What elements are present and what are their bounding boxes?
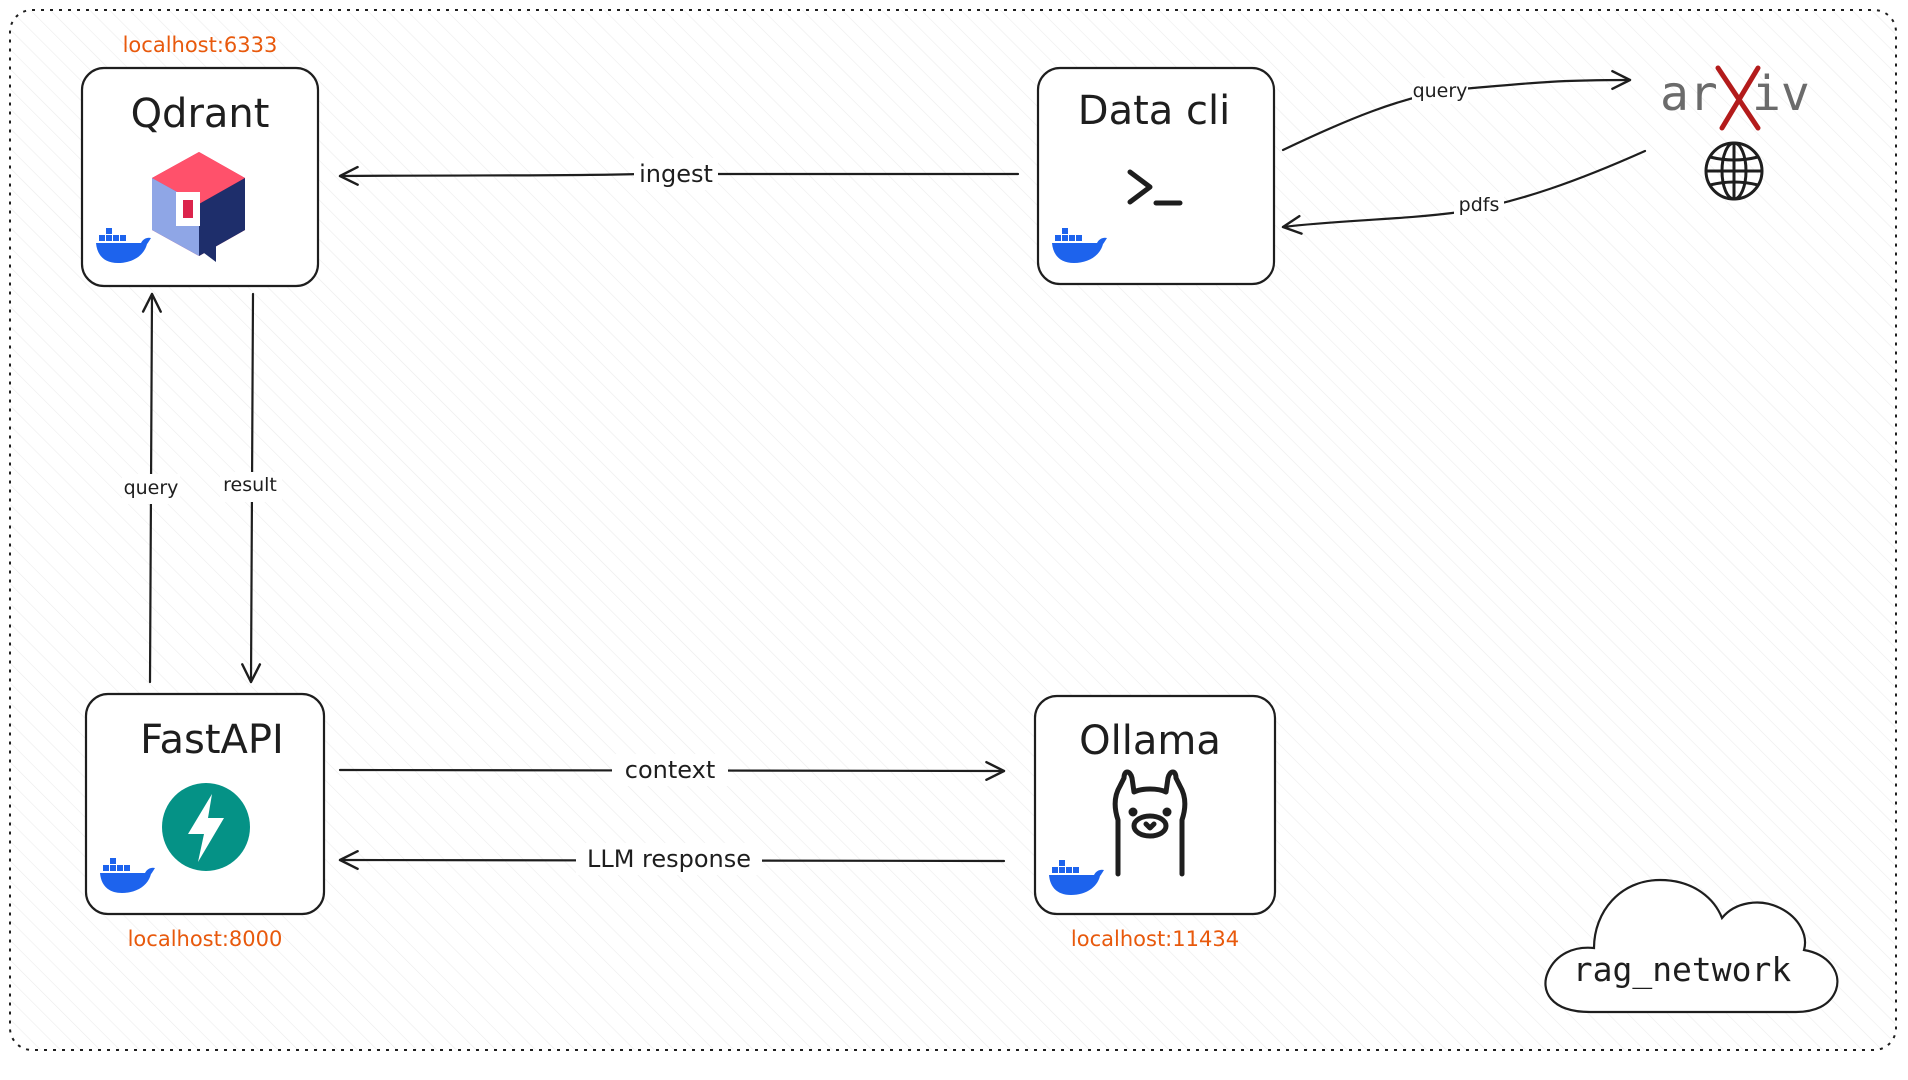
edge-context[interactable]: context xyxy=(338,754,1006,786)
data-cli-box xyxy=(1036,66,1276,286)
network-cloud: rag_network xyxy=(1544,878,1839,1014)
network-name-label: rag_network xyxy=(1573,950,1792,990)
edge-llm-response[interactable]: LLM response xyxy=(338,843,1006,875)
edge-label-query-qdrant: query xyxy=(124,477,179,499)
arxiv-logo-right: iv xyxy=(1752,66,1810,122)
ollama-node[interactable]: Ollama localhost:11434 xyxy=(1033,694,1277,951)
edge-ingest[interactable]: ingest xyxy=(338,158,1020,190)
terminal-prompt-icon xyxy=(1127,169,1183,206)
arxiv-logo-left: ar xyxy=(1660,66,1718,122)
qdrant-title: Qdrant xyxy=(131,91,270,137)
qdrant-node[interactable]: localhost:6333 Qdrant xyxy=(80,33,320,288)
ollama-title: Ollama xyxy=(1079,718,1221,764)
edge-label-llm-response: LLM response xyxy=(587,845,751,873)
data-cli-title: Data cli xyxy=(1078,88,1230,134)
ollama-box xyxy=(1033,694,1277,916)
fastapi-logo-icon xyxy=(162,783,250,871)
fastapi-title: FastAPI xyxy=(140,717,284,763)
network-frame xyxy=(9,9,1897,1051)
ollama-port-label: localhost:11434 xyxy=(1071,927,1239,951)
arxiv-logo-icon: ar iv xyxy=(1660,65,1810,131)
edge-query-qdrant[interactable]: query xyxy=(122,292,180,684)
fastapi-port-label: localhost:8000 xyxy=(128,927,283,951)
edge-result[interactable]: result xyxy=(220,292,282,684)
edge-label-pdfs: pdfs xyxy=(1459,194,1500,216)
cloud-icon xyxy=(1544,878,1839,1014)
arxiv-node[interactable]: ar iv xyxy=(1660,65,1810,201)
ollama-llama-icon xyxy=(1112,769,1188,877)
edge-pdfs[interactable]: pdfs xyxy=(1281,149,1647,235)
data-cli-node[interactable]: Data cli xyxy=(1036,66,1276,286)
fastapi-node[interactable]: FastAPI localhost:8000 xyxy=(84,692,326,951)
edge-label-context: context xyxy=(625,756,715,784)
qdrant-logo-icon xyxy=(152,152,245,262)
edge-label-ingest: ingest xyxy=(639,160,713,188)
edge-label-result: result xyxy=(223,474,277,496)
qdrant-port-label: localhost:6333 xyxy=(123,33,278,57)
globe-icon xyxy=(1704,141,1764,201)
edge-query-arxiv[interactable]: query xyxy=(1281,69,1632,152)
edge-label-query-arxiv: query xyxy=(1413,80,1468,102)
